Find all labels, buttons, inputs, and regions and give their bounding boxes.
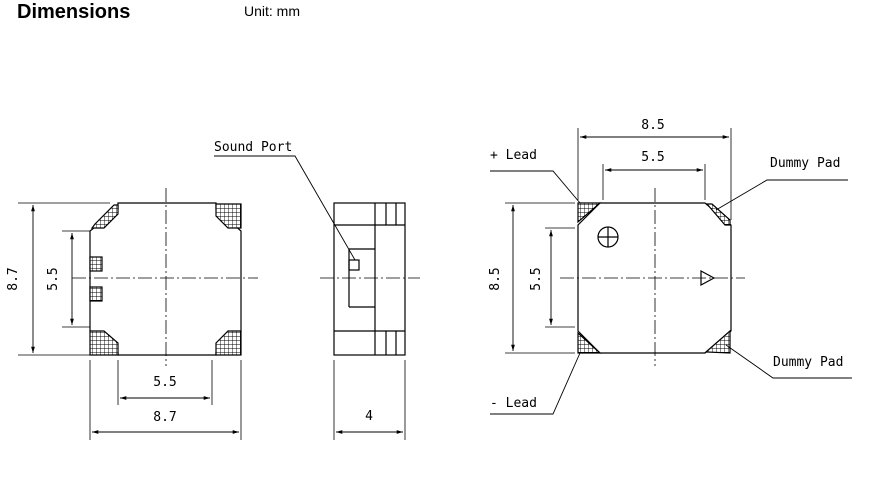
front-pad-top-right [215, 203, 242, 229]
bottom-width-inner: 5.5 [641, 150, 664, 165]
front-terminal-lower [89, 286, 103, 302]
minus-lead-leader [490, 352, 581, 415]
bottom-height-overall: 8.5 [488, 267, 503, 290]
side-body-outline [333, 202, 406, 356]
dummy-pad-bottom-leader [725, 344, 852, 379]
bottom-dummy-pad-bottom [704, 329, 731, 354]
front-view [18, 188, 258, 440]
side-thickness: 4 [365, 409, 373, 424]
dummy-pad-top-leader [715, 179, 848, 211]
bottom-plus-lead-pad [577, 202, 602, 224]
bottom-height-inner: 5.5 [529, 267, 544, 290]
sound-port-label: Sound Port [214, 140, 292, 155]
bottom-minus-lead-pad [577, 331, 602, 354]
front-width-overall: 8.7 [153, 410, 176, 425]
front-body-outline [89, 202, 242, 356]
sound-port-opening [348, 259, 360, 271]
plus-lead-label: + Lead [490, 148, 537, 163]
plus-lead-leader [490, 170, 581, 204]
front-terminal-upper [89, 256, 103, 272]
front-height-inner: 5.5 [46, 267, 61, 290]
bottom-view [490, 128, 852, 415]
side-view [214, 155, 420, 440]
front-pad-bottom-right [215, 330, 242, 356]
dummy-pad-bottom-label: Dummy Pad [773, 355, 843, 370]
minus-lead-label: - Lead [490, 396, 537, 411]
front-pad-top-left [90, 204, 119, 229]
front-width-inner: 5.5 [153, 375, 176, 390]
unit-label: Unit: mm [244, 3, 300, 19]
bottom-dummy-pad-top [705, 203, 731, 226]
sound-port-leader [214, 155, 356, 261]
page-title: Dimensions [17, 1, 131, 23]
bottom-width-overall: 8.5 [641, 118, 664, 133]
front-pad-bottom-left [89, 330, 119, 356]
front-height-overall: 8.7 [6, 267, 21, 290]
dummy-pad-top-label: Dummy Pad [770, 156, 840, 171]
